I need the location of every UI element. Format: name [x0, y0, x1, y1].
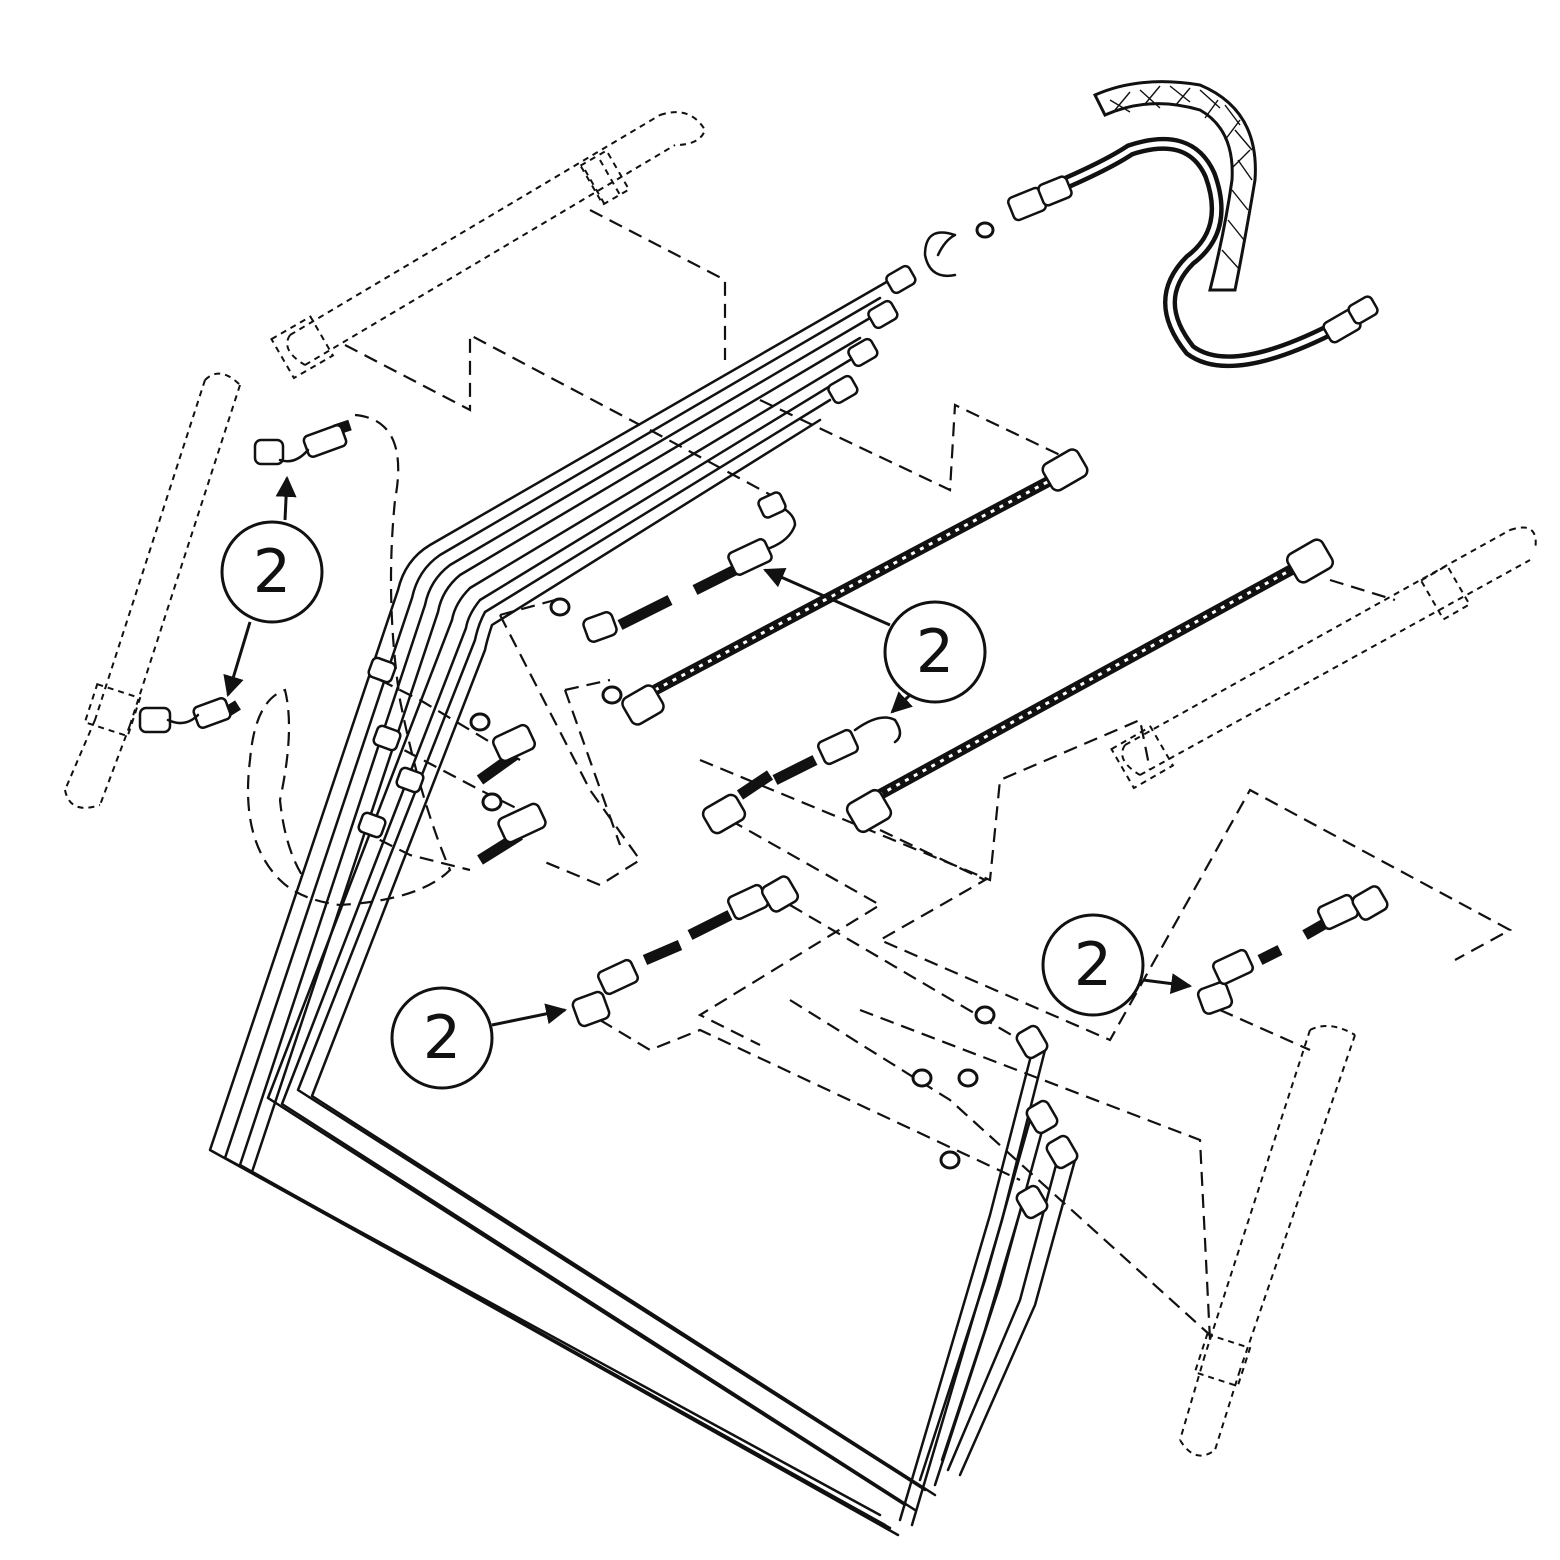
phantom-cylinder-top — [270, 111, 707, 380]
phantom-cylinder-right-lower — [1179, 1025, 1356, 1457]
phantom-cylinder-right-upper — [1110, 526, 1537, 790]
o-rings — [469, 597, 996, 1170]
callout-label: 2 — [423, 1003, 461, 1073]
callout-label: 2 — [253, 537, 291, 607]
callout-label: 2 — [1074, 930, 1112, 1000]
braided-hose-assembly — [923, 80, 1379, 369]
flexible-hoses — [138, 419, 1389, 1028]
phantom-cylinder-left — [64, 372, 241, 809]
rigid-tube-bundle — [208, 278, 1077, 1537]
callout-center-right: 2 — [763, 568, 987, 714]
tube-end-fittings — [357, 264, 1079, 1220]
callout-bottom-left: 2 — [390, 986, 568, 1090]
callout-label: 2 — [916, 617, 954, 687]
callout-right: 2 — [1041, 913, 1193, 1017]
callout-top-left: 2 — [220, 475, 324, 698]
